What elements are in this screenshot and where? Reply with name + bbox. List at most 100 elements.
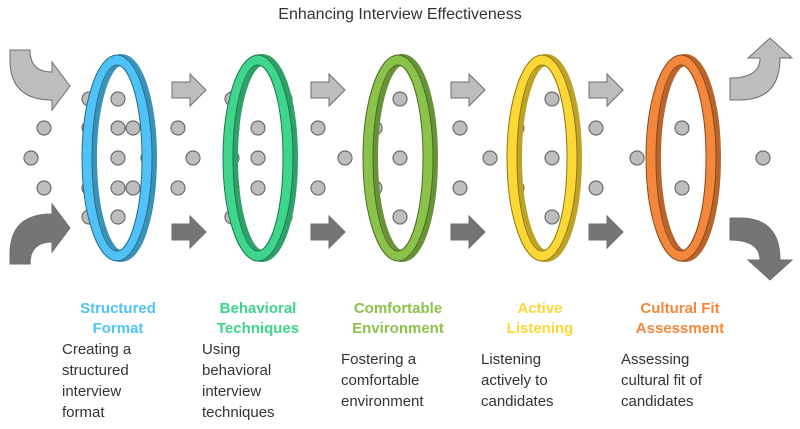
description-line: environment — [341, 393, 424, 410]
stage-title-line: Environment — [352, 320, 444, 337]
stage-ring-1 — [222, 54, 298, 262]
flow-dot — [36, 120, 52, 136]
flow-dot — [629, 150, 645, 166]
flow-dot — [310, 180, 326, 196]
stage-ring-3 — [506, 54, 582, 262]
ring-front — [223, 55, 293, 261]
stage-title-line: Structured — [80, 300, 156, 317]
stage-description-behavioral-techniques: Using behavioral interview techniques — [202, 339, 332, 423]
description-line: structured — [62, 362, 129, 379]
stage-title-line: Comfortable — [353, 300, 443, 317]
stage-label-comfortable-environment: Comfortable Environment — [318, 299, 478, 339]
ring-outline-outer — [645, 54, 717, 262]
stage-title-line: Behavioral — [219, 300, 297, 317]
flow-dot — [392, 150, 408, 166]
arrow-layer — [9, 37, 794, 281]
flow-dot — [185, 150, 201, 166]
ring-outline-outer — [81, 54, 153, 262]
flow-dot — [250, 120, 266, 136]
arrow-right-bottom-icon — [171, 214, 207, 250]
flow-dot — [392, 91, 408, 107]
description-line: format — [62, 404, 105, 421]
stage-description-cultural-fit-assessment: Assessing cultural fit of candidates — [621, 349, 751, 412]
flow-dot — [452, 120, 468, 136]
description-line: Creating a — [62, 341, 132, 358]
flow-dot — [110, 91, 126, 107]
ring-outline-outer — [222, 54, 294, 262]
flow-dot — [110, 150, 126, 166]
stage-title-line: Listening — [506, 320, 574, 337]
stage-title-line: Cultural Fit — [640, 300, 720, 317]
ring-front — [82, 55, 152, 261]
flow-dot — [452, 180, 468, 196]
arrow-right-top-icon — [588, 72, 624, 108]
description-line: Using — [202, 341, 241, 358]
ring-front — [507, 55, 577, 261]
ring-outline-inner — [372, 64, 424, 252]
description-line: interview — [202, 383, 262, 400]
ring-front — [363, 55, 433, 261]
description-line: techniques — [202, 404, 275, 421]
stage-ring-0 — [81, 54, 157, 262]
arrow-right-top-icon — [450, 72, 486, 108]
stage-label-structured-format: Structured Format — [38, 299, 198, 339]
arrow-right-bottom-icon — [450, 214, 486, 250]
flow-dot — [170, 120, 186, 136]
flow-dot — [250, 150, 266, 166]
arrow-right-bottom-icon — [310, 214, 346, 250]
ring-outline-inner — [516, 64, 568, 252]
flow-dot — [110, 120, 126, 136]
flow-dot — [310, 120, 326, 136]
description-line: cultural fit of — [621, 372, 702, 389]
flow-dot — [23, 150, 39, 166]
stage-description-structured-format: Creating a structured interview format — [62, 339, 192, 423]
arrow-right-top-icon — [310, 72, 346, 108]
flow-dot — [110, 180, 126, 196]
stage-label-cultural-fit-assessment: Cultural Fit Assessment — [600, 299, 760, 339]
flow-dot — [110, 209, 126, 225]
flow-dot — [125, 120, 141, 136]
description-line: candidates — [481, 393, 554, 410]
stage-description-comfortable-environment: Fostering a comfortable environment — [341, 349, 471, 412]
ring-outline-inner — [91, 64, 143, 252]
curved-arrow-out-down-icon — [729, 217, 794, 281]
flow-dot — [482, 150, 498, 166]
stage-title-line: Assessment — [635, 320, 725, 337]
stage-title-line: Active — [517, 300, 563, 317]
ring-front — [646, 55, 716, 261]
flow-dot — [544, 91, 560, 107]
flow-dot — [544, 150, 560, 166]
arrow-right-top-icon — [171, 72, 207, 108]
stage-label-behavioral-techniques: Behavioral Techniques — [178, 299, 338, 339]
flow-dot — [250, 180, 266, 196]
flow-dot — [674, 180, 690, 196]
flow-dot — [337, 150, 353, 166]
flow-dot — [170, 180, 186, 196]
arrow-right-bottom-icon — [588, 214, 624, 250]
curved-arrow-in-bottom-icon — [9, 202, 71, 265]
description-line: actively to — [481, 372, 548, 389]
curved-arrow-in-top-icon — [9, 49, 71, 112]
flow-dot — [544, 209, 560, 225]
flow-dot — [588, 120, 604, 136]
description-line: behavioral — [202, 362, 272, 379]
flow-dot — [755, 150, 771, 166]
stage-ring-4 — [645, 54, 721, 262]
ring-outline-outer — [506, 54, 578, 262]
ring-outline-inner — [655, 64, 707, 252]
stage-title-line: Techniques — [216, 320, 300, 337]
description-line: Fostering a — [341, 351, 417, 368]
description-line: candidates — [621, 393, 694, 410]
description-line: Assessing — [621, 351, 690, 368]
flow-dot — [125, 180, 141, 196]
flow-dot — [392, 209, 408, 225]
flow-dot — [674, 120, 690, 136]
stage-ring-2 — [362, 54, 438, 262]
stage-label-active-listening: Active Listening — [460, 299, 620, 339]
stage-title-line: Format — [92, 320, 144, 337]
description-line: Listening — [481, 351, 542, 368]
curved-arrow-out-up-icon — [729, 37, 794, 101]
diagram-title: Enhancing Interview Effectiveness — [278, 6, 522, 23]
stage-description-active-listening: Listening actively to candidates — [481, 349, 611, 412]
